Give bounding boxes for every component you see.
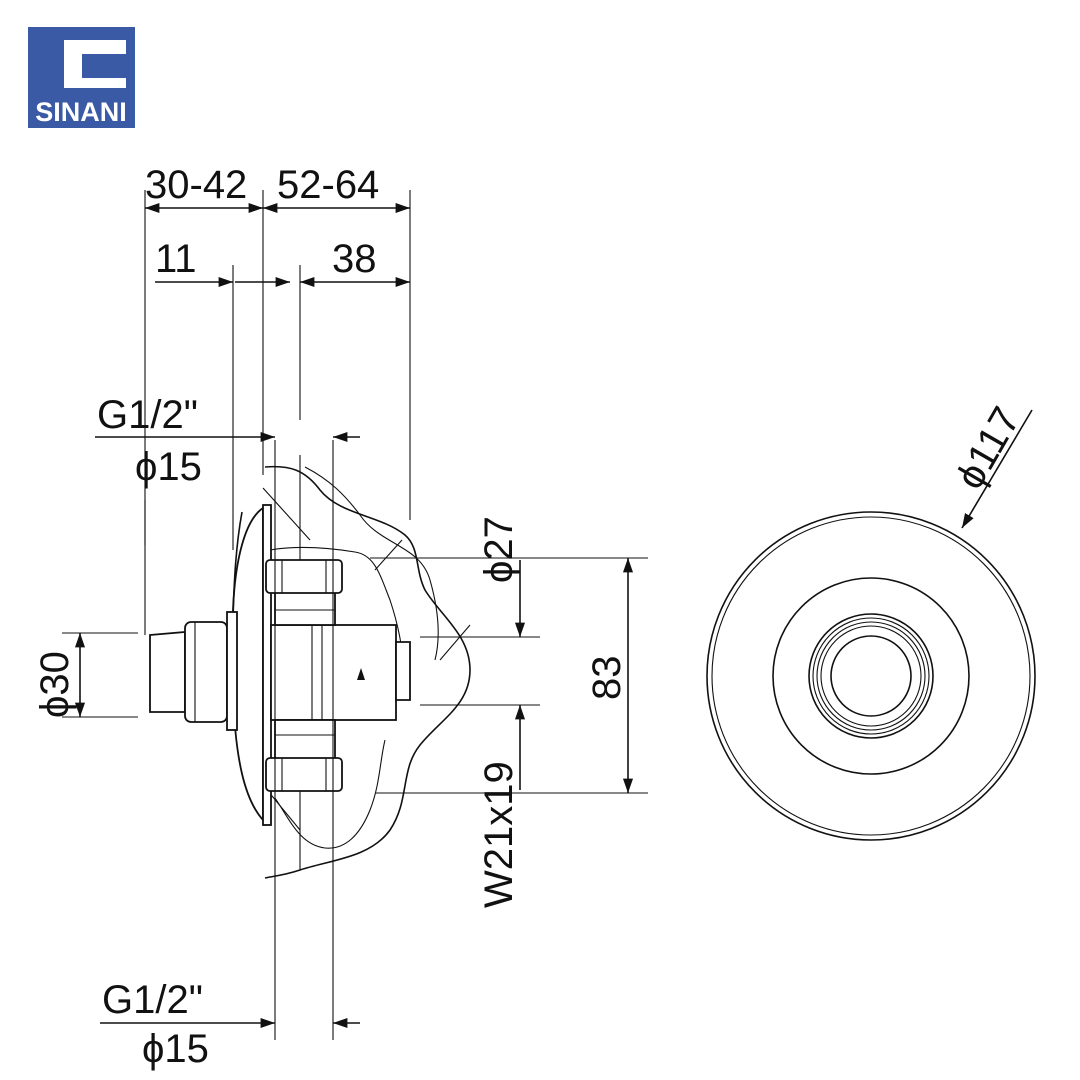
button-center bbox=[830, 635, 912, 717]
logo-mark-icon bbox=[64, 40, 126, 88]
push-button bbox=[149, 631, 186, 713]
extension-lines bbox=[144, 190, 411, 635]
dimension-lines bbox=[62, 202, 648, 1029]
dim-g12-top: G1/2" bbox=[97, 393, 198, 437]
dim-83: 83 bbox=[585, 656, 629, 701]
dim-phi30: ϕ30 bbox=[33, 651, 77, 718]
dim-30-42: 30-42 bbox=[145, 163, 247, 207]
front-view bbox=[706, 409, 1036, 841]
button-ring bbox=[772, 577, 970, 775]
dim-g12-bottom: G1/2" bbox=[102, 978, 203, 1022]
upper-nut bbox=[265, 559, 343, 594]
dim-52-64: 52-64 bbox=[277, 163, 379, 207]
dim-11: 11 bbox=[155, 237, 197, 281]
logo-wordmark: SINANI bbox=[35, 97, 127, 127]
dimension-labels: 30-42 52-64 11 38 G1/2" ϕ15 G1/2" ϕ15 ϕ3… bbox=[33, 163, 1029, 1071]
dim-phi15-bottom: ϕ15 bbox=[142, 1027, 209, 1071]
dim-38: 38 bbox=[332, 237, 377, 281]
dim-phi117: ϕ117 bbox=[948, 400, 1029, 497]
valve-side-view bbox=[149, 440, 411, 1040]
wall-plate-outline bbox=[706, 511, 1036, 841]
dim-phi15-top: ϕ15 bbox=[135, 445, 202, 489]
dim-w21x19: W21x19 bbox=[477, 761, 521, 908]
flow-arrow-icon bbox=[357, 668, 365, 680]
lower-nut bbox=[265, 757, 343, 792]
dim-phi27: ϕ27 bbox=[477, 516, 521, 583]
brand-logo: SINANI bbox=[28, 27, 135, 128]
